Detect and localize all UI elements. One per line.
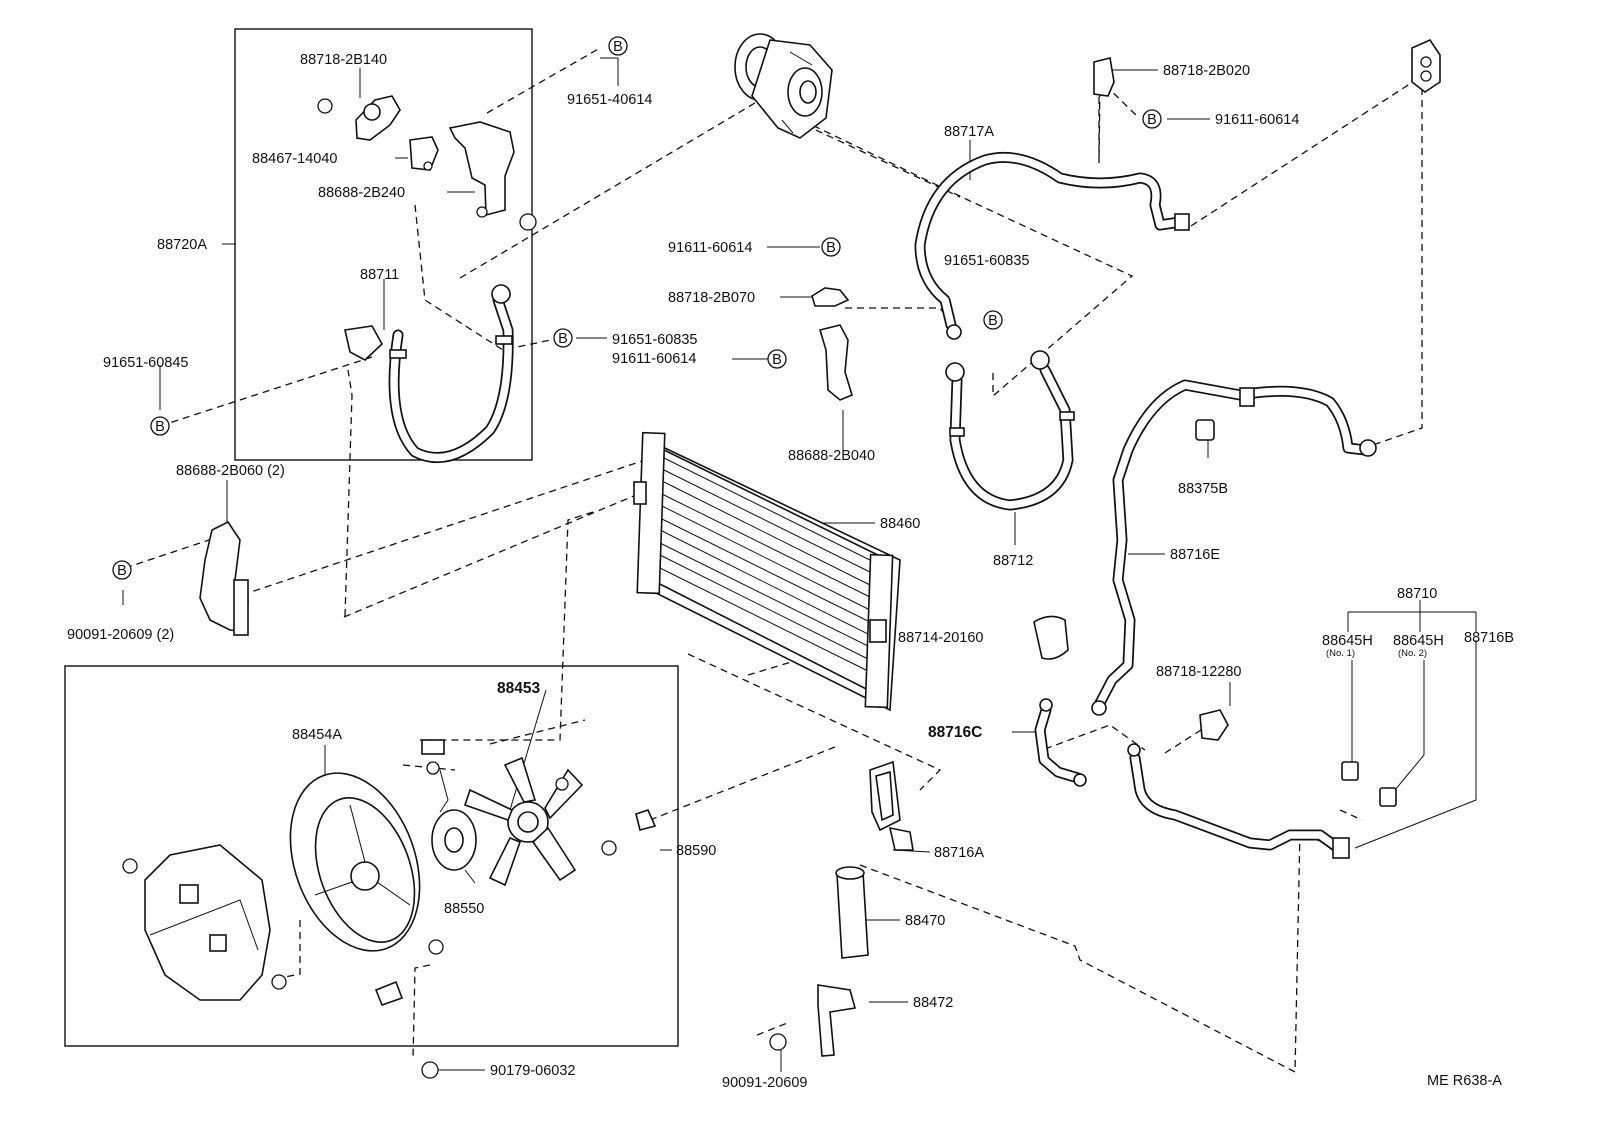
label-91611-60614-a: 91611-60614 bbox=[612, 351, 696, 367]
clamp-88718-2B020 bbox=[1093, 57, 1115, 97]
hose-88712 bbox=[945, 350, 1075, 511]
callout-circle: B bbox=[553, 328, 573, 348]
pipe-88716E bbox=[1091, 379, 1377, 716]
svg-text:B: B bbox=[772, 352, 782, 368]
label-88645H-1: 88645H bbox=[1322, 633, 1373, 649]
label-88467-14040: 88467-14040 bbox=[252, 151, 337, 167]
fitting-top-right bbox=[1411, 38, 1441, 93]
bracket-88716A bbox=[869, 760, 914, 851]
label-88645H-2: 88645H bbox=[1393, 633, 1444, 649]
compressor bbox=[734, 33, 833, 139]
hose-88711 bbox=[344, 284, 514, 464]
bracket-88688-2B040 bbox=[818, 324, 853, 401]
label-88718-2B140: 88718-2B140 bbox=[300, 52, 387, 68]
nut-90179-06032 bbox=[421, 1061, 439, 1079]
bracket-88688-2B060 bbox=[199, 520, 249, 636]
callout-circles: B B B B B B B B bbox=[112, 36, 1162, 580]
fan-shroud-88454A bbox=[289, 772, 421, 952]
nut-88688-2B240 bbox=[519, 213, 537, 231]
label-90091-20609-2: 90091-20609 (2) bbox=[67, 627, 174, 643]
svg-text:B: B bbox=[988, 313, 998, 329]
label-90091-20609: 90091-20609 bbox=[722, 1075, 807, 1091]
label-88717A: 88717A bbox=[944, 124, 994, 140]
svg-text:B: B bbox=[826, 240, 836, 256]
svg-text:B: B bbox=[117, 563, 127, 579]
label-91651-40614: 91651-40614 bbox=[567, 92, 652, 108]
label-88688-2B060: 88688-2B060 (2) bbox=[176, 463, 285, 479]
callout-circle: B bbox=[608, 36, 628, 56]
group-box-88590 bbox=[64, 665, 679, 1047]
label-91651-60845: 91651-60845 bbox=[103, 355, 188, 371]
svg-text:B: B bbox=[155, 419, 165, 435]
callout-circle: B bbox=[983, 310, 1003, 330]
leader-lines bbox=[122, 57, 1477, 1072]
label-88645H-1-note: (No. 1) bbox=[1326, 648, 1355, 659]
pipe-88716C bbox=[1034, 698, 1087, 787]
callout-circle: B bbox=[1142, 109, 1162, 129]
label-88716E: 88716E bbox=[1170, 547, 1220, 563]
svg-text:B: B bbox=[558, 331, 568, 347]
clamp-88718-12280 bbox=[1199, 709, 1229, 741]
label-88688-2B240: 88688-2B240 bbox=[318, 185, 405, 201]
valves-88645H bbox=[1341, 761, 1397, 807]
pipe-88716B bbox=[1127, 743, 1350, 859]
label-88454A: 88454A bbox=[292, 727, 342, 743]
callout-circle: B bbox=[821, 237, 841, 257]
grommet-88375B bbox=[1195, 419, 1215, 441]
label-88716B: 88716B bbox=[1464, 630, 1514, 646]
condenser bbox=[633, 431, 901, 712]
callout-circle: B bbox=[150, 416, 170, 436]
bolts-fan bbox=[122, 761, 657, 1007]
svg-text:B: B bbox=[1147, 112, 1157, 128]
bracket-88718-2B140 bbox=[355, 95, 401, 141]
label-91651-60835-b: 91651-60835 bbox=[944, 253, 1029, 269]
label-88718-2B020: 88718-2B020 bbox=[1163, 63, 1250, 79]
nut-upper-left bbox=[317, 98, 333, 114]
label-88720A: 88720A bbox=[157, 237, 207, 253]
part-labels: 88718-2B140 91651-40614 88467-14040 8868… bbox=[67, 52, 1514, 1091]
label-88710: 88710 bbox=[1397, 586, 1437, 602]
label-88590: 88590 bbox=[676, 843, 716, 859]
label-88375B: 88375B bbox=[1178, 481, 1228, 497]
label-90179-06032: 90179-06032 bbox=[490, 1063, 575, 1079]
bracket-88688-2B240 bbox=[448, 121, 515, 218]
cap-88714-20160 bbox=[1033, 615, 1069, 660]
mount-88467-14040 bbox=[409, 136, 439, 171]
receiver-88470 bbox=[835, 866, 869, 959]
label-88472: 88472 bbox=[913, 995, 953, 1011]
label-88470: 88470 bbox=[905, 913, 945, 929]
label-91611-60614-c: 91611-60614 bbox=[1215, 112, 1299, 128]
label-88460: 88460 bbox=[880, 516, 920, 532]
bolt-90091-20609 bbox=[769, 1033, 787, 1051]
callout-circle: B bbox=[112, 560, 132, 580]
label-88718-12280: 88718-12280 bbox=[1156, 664, 1241, 680]
label-88550: 88550 bbox=[444, 901, 484, 917]
label-88716C: 88716C bbox=[928, 724, 982, 741]
shroud-cover bbox=[144, 844, 271, 1001]
diagram-id-label: ME R638-A bbox=[1427, 1073, 1502, 1089]
label-88711: 88711 bbox=[360, 267, 399, 283]
label-88716A: 88716A bbox=[934, 845, 984, 861]
label-88645H-2-note: (No. 2) bbox=[1398, 648, 1427, 659]
hose-88717A bbox=[914, 151, 1190, 340]
label-91651-60835-a: 91651-60835 bbox=[612, 332, 697, 348]
group-box-88720A bbox=[234, 28, 533, 461]
fan-motor-88550 bbox=[421, 739, 477, 871]
label-88712: 88712 bbox=[993, 553, 1033, 569]
label-88453: 88453 bbox=[497, 680, 540, 697]
label-88718-2B070: 88718-2B070 bbox=[668, 290, 755, 306]
bracket-88472 bbox=[817, 984, 857, 1057]
label-88714-20160: 88714-20160 bbox=[898, 630, 983, 646]
label-91611-60614-b: 91611-60614 bbox=[668, 240, 752, 256]
svg-text:B: B bbox=[613, 39, 623, 55]
label-88688-2B040: 88688-2B040 bbox=[788, 448, 875, 464]
fan-blade-88453 bbox=[463, 756, 584, 887]
callout-circle: B bbox=[767, 349, 787, 369]
clamp-88718-2B070 bbox=[811, 287, 850, 307]
